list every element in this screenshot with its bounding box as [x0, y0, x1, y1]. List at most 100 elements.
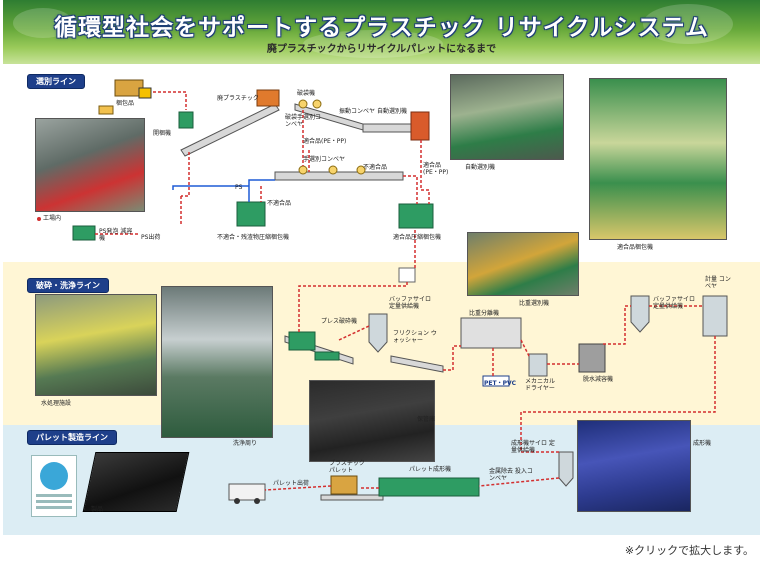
flow-arrow: [338, 325, 370, 341]
washer-conveyor: [390, 355, 444, 373]
flow-arrow: [603, 305, 631, 345]
molding-machine-label: 成形機: [693, 440, 712, 447]
ps-flow-line: [248, 179, 275, 202]
flow-arrow: [420, 140, 430, 204]
bag-open-label: 破袋機: [297, 90, 316, 97]
dehydrator-label: 脱水減容機: [583, 376, 614, 383]
page-subtitle: 廃プラスチックからリサイクルパレットになるまで: [266, 44, 497, 55]
c-baler-label: 適合品圧縮梱包機: [393, 234, 442, 241]
eco-mark-icon: [40, 462, 68, 490]
bale-label: 梱包品: [116, 100, 135, 107]
flow-arrow: [520, 336, 716, 453]
eco-certification-mark: [31, 455, 77, 517]
waste-plastic-label: 廃プラスチック: [217, 95, 259, 102]
press-crusher-label: プレス破砕機: [321, 318, 358, 325]
buffer-silo2-label: バッファサイロ 定量供給機: [653, 296, 696, 310]
plastic-pallet-label: プラスチック パレット: [329, 460, 365, 474]
noncompatible-label: 不適合品: [363, 164, 388, 171]
buffer-silo-1: [368, 313, 388, 353]
worker: [356, 165, 366, 175]
molding-silo: [558, 451, 574, 487]
molding-machine-photo[interactable]: [577, 420, 691, 512]
worker: [312, 99, 322, 109]
storage-label: 保管庫: [417, 416, 436, 423]
enlarge-note[interactable]: ※クリックで拡大します。: [624, 544, 754, 557]
section-sorting-label: 選別ライン: [27, 74, 85, 89]
opener-machine: [178, 111, 194, 129]
specific-gravity-separator: [460, 317, 522, 349]
truck-wheel: [234, 498, 240, 504]
flow-arrow: [403, 175, 418, 204]
flow-arrow: [478, 477, 560, 487]
waste-plastic-hopper: [256, 89, 280, 107]
worker: [328, 165, 338, 175]
washing-area-photo[interactable]: [161, 286, 273, 438]
delivery-truck: [228, 483, 266, 501]
factory-inside-photo[interactable]: [35, 118, 145, 212]
recycling-system-poster[interactable]: 循環型社会をサポートするプラスチック リサイクルシステム 廃プラスチックからリサ…: [3, 0, 760, 535]
specific-gravity-sep-label: 比重分離機: [469, 310, 500, 317]
pet-pvc-label: PET・PVC: [484, 380, 517, 387]
pallet-molder-machine: [378, 477, 480, 497]
flow-arrow: [264, 485, 332, 491]
manual-pick-conv-label: 破袋手選別コンベヤ: [285, 114, 322, 128]
dehydrator-machine: [578, 343, 606, 373]
flow-arrow: [153, 91, 187, 110]
nc-baler-machine: [236, 201, 266, 227]
manual-sort-conv-label: 手選別コンベヤ: [303, 156, 346, 163]
storage-photo[interactable]: [309, 380, 435, 462]
pet-pvc-box: [482, 375, 510, 387]
c-baler-machine: [398, 203, 434, 229]
section-pallet-label: パレット製造ライン: [27, 430, 117, 445]
bale-cube: [398, 267, 416, 283]
compatible-label: 適合品(PE・PP): [303, 138, 347, 145]
auto-sorter-photo[interactable]: [450, 74, 564, 160]
cert-text-line: [36, 506, 72, 509]
specific-gravity-photo[interactable]: [467, 232, 579, 296]
flow-arrow: [520, 339, 530, 357]
press-crusher-machine: [288, 331, 316, 351]
leaf-decoration: [303, 30, 443, 58]
crusher-base: [314, 351, 340, 361]
worker: [298, 165, 308, 175]
page-title: 循環型社会をサポートするプラスチック リサイクルシステム: [54, 15, 709, 41]
transfer-conv-label: 振動コンベヤ: [339, 108, 376, 115]
bale-block: [98, 105, 114, 115]
forklift: [138, 87, 152, 99]
leaf-decoration: [13, 8, 73, 38]
auto-sorter-photo-label: 自動選別機: [465, 164, 496, 171]
auto-sorter-machine: [410, 111, 430, 141]
washing-area-label: 洗浄周り: [233, 440, 258, 447]
ps-reducer-machine: [72, 225, 96, 241]
buffer-silo-2: [630, 295, 650, 333]
buffer-silo-label: バッファサイロ 定量供給機: [389, 296, 432, 310]
worker: [298, 99, 308, 109]
ps-flow-line: [172, 185, 249, 190]
compatible2-label: 適合品 (PE・PP): [423, 162, 449, 176]
vibration-conveyor: [362, 123, 416, 133]
specific-gravity-photo-label: 比重選別機: [519, 300, 550, 307]
water-treatment-label: 水処理施設: [41, 400, 72, 407]
process-flow-diagram: [72, 79, 728, 504]
auto-sorter-label: 自動選別機: [377, 108, 408, 115]
noncompatible2-label: 不適合品: [267, 200, 292, 207]
manual-sort-conveyor: [274, 171, 404, 181]
pallet-molder-label: パレット成形機: [409, 466, 452, 473]
friction-washer-label: フリクション ウォッシャー: [393, 330, 437, 344]
truck-wheel: [254, 498, 260, 504]
water-treatment-photo[interactable]: [35, 294, 157, 396]
section-crushing-label: 破砕・洗浄ライン: [27, 278, 109, 293]
pallet-line-base: [320, 494, 384, 501]
mechanical-dryer-label: メカニカル ドライヤー: [525, 378, 556, 392]
flow-arrow: [298, 282, 408, 332]
pallet-product-image[interactable]: [82, 452, 190, 512]
cert-text-line: [36, 500, 72, 503]
flow-arrow: [181, 152, 190, 197]
measure-conv-label: 計量 コンベヤ: [705, 276, 731, 290]
inclined-conveyor: [180, 103, 280, 157]
leaf-decoration: [643, 4, 733, 44]
compatible-baler-photo[interactable]: [589, 78, 727, 240]
pallet-ship-label: パレット出荷: [273, 480, 310, 487]
nc-baler-label: 不適合・残渣物圧縮梱包機: [217, 234, 290, 241]
molding-silo-label: 成形機サイロ 定量供給機: [511, 440, 555, 454]
